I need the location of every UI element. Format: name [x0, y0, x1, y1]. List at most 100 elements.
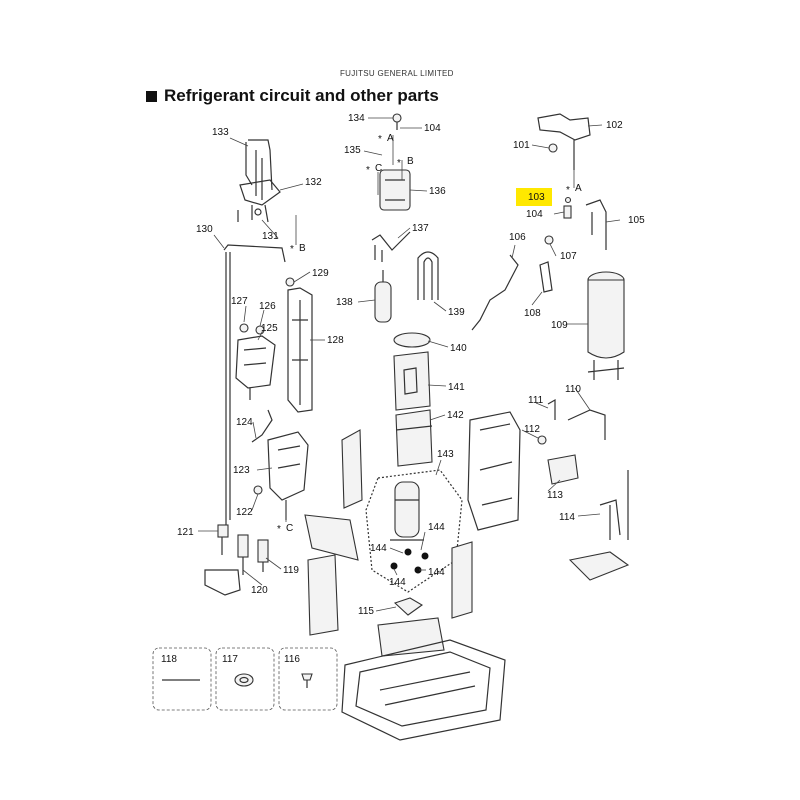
part-141-insulation-cylinder: [393, 351, 431, 411]
part-112-cap: [537, 435, 547, 445]
part-106-pipe: [471, 254, 519, 331]
label-143: 143: [437, 449, 454, 460]
company-name: FUJITSU GENERAL LIMITED: [340, 69, 454, 78]
label-135: 135: [344, 145, 361, 156]
part-142-insulation-sleeve: [395, 409, 433, 467]
label-111: 111: [528, 395, 544, 406]
label-132: 132: [305, 177, 322, 188]
part-128-column: [287, 287, 313, 413]
bracket-base-right: [568, 551, 630, 581]
label-123: 123: [233, 465, 250, 476]
partition-panel-left: [304, 429, 363, 636]
label-140: 140: [450, 343, 467, 354]
highlight-103: [516, 188, 552, 206]
mark-a-top: A: [387, 133, 394, 144]
part-122-cap: [253, 485, 263, 495]
part-143-compressor: [365, 469, 463, 593]
part-139-pipe-loop: [417, 251, 439, 300]
part-101-cap: [548, 143, 558, 153]
part-130-long-pipe: [223, 244, 286, 530]
partition-right-frame: [467, 411, 521, 531]
label-142: 142: [447, 410, 464, 421]
label-144-a: 144: [428, 522, 445, 533]
part-137-pipe: [371, 231, 411, 262]
part-133-pipe: [245, 139, 273, 200]
label-104: 104: [424, 123, 441, 134]
label-113: 113: [547, 490, 563, 501]
label-137: 137: [412, 223, 429, 234]
label-107: 107: [560, 251, 577, 262]
label-108: 108: [524, 308, 541, 319]
part-105-pipe: [585, 199, 607, 250]
label-120: 120: [251, 585, 268, 596]
part-119-valve: [257, 539, 269, 572]
label-121: 121: [177, 527, 194, 538]
star-mark: *: [277, 524, 281, 535]
part-136-valve-body: [379, 169, 411, 211]
label-127: 127: [231, 296, 248, 307]
part-109-receiver-tank: [587, 271, 625, 380]
label-101: 101: [513, 140, 530, 151]
label-105: 105: [628, 215, 645, 226]
label-102: 102: [606, 120, 623, 131]
label-112: 112: [524, 424, 540, 435]
part-114-pipe: [599, 470, 629, 540]
label-126: 126: [259, 301, 276, 312]
mark-c-left: C: [286, 523, 293, 534]
part-111-sensor: [547, 398, 556, 420]
label-144-b: 144: [370, 543, 387, 554]
accessory-box-118: [152, 647, 212, 711]
label-103: 103: [528, 192, 545, 203]
label-118: 118: [161, 654, 177, 665]
mark-c-top: C: [375, 163, 382, 174]
part-115-bracket: [393, 597, 424, 616]
mark-b-top: B: [407, 156, 414, 167]
label-114: 114: [559, 512, 575, 523]
accessory-box-117: [215, 647, 275, 711]
label-134: 134: [348, 113, 365, 124]
part-107-cap: [544, 235, 554, 245]
part-138-accumulator: [374, 270, 392, 323]
title-bullet-icon: [146, 90, 157, 102]
label-129: 129: [312, 268, 329, 279]
star-mark: *: [378, 134, 382, 145]
part-121-valve: [217, 524, 229, 555]
label-109: 109: [551, 320, 568, 331]
leader-lines: [198, 117, 621, 612]
part-120-valve: [237, 534, 249, 575]
connection-marks: * A * B * C * A * B * C: [277, 133, 582, 535]
label-130: 130: [196, 224, 213, 235]
part-113-bracket: [547, 454, 579, 485]
star-mark: *: [566, 185, 570, 196]
label-122: 122: [236, 507, 253, 518]
label-106: 106: [509, 232, 526, 243]
connection-arrows: [285, 135, 575, 522]
label-128: 128: [327, 335, 344, 346]
part-124-pipe: [251, 409, 273, 443]
support-bracket: [451, 541, 473, 619]
part-134-cap: [392, 113, 402, 130]
label-138: 138: [336, 297, 353, 308]
accessory-box-116: [278, 647, 338, 711]
label-119: 119: [283, 565, 299, 576]
label-141: 141: [448, 382, 465, 393]
label-124: 124: [236, 417, 253, 428]
label-133: 133: [212, 127, 229, 138]
mark-a-right: A: [575, 183, 582, 194]
part-140-plate: [393, 332, 431, 348]
part-125-valve-cluster: [235, 323, 276, 400]
part-129-cap: [285, 277, 295, 287]
label-116: 116: [284, 654, 300, 665]
label-144-c: 144: [389, 577, 406, 588]
part-110-pipe: [567, 409, 606, 440]
label-139: 139: [448, 307, 465, 318]
label-131: 131: [262, 231, 279, 242]
part-108-sensor: [539, 261, 553, 293]
part-132-assembly: [237, 179, 281, 223]
label-136: 136: [429, 186, 446, 197]
label-104b: 104: [526, 209, 543, 220]
star-mark: *: [397, 158, 401, 169]
part-102-valve-block: [537, 113, 591, 170]
callout-labels: 133 132 130 131 129 127 126 125 128 124 …: [161, 113, 645, 665]
